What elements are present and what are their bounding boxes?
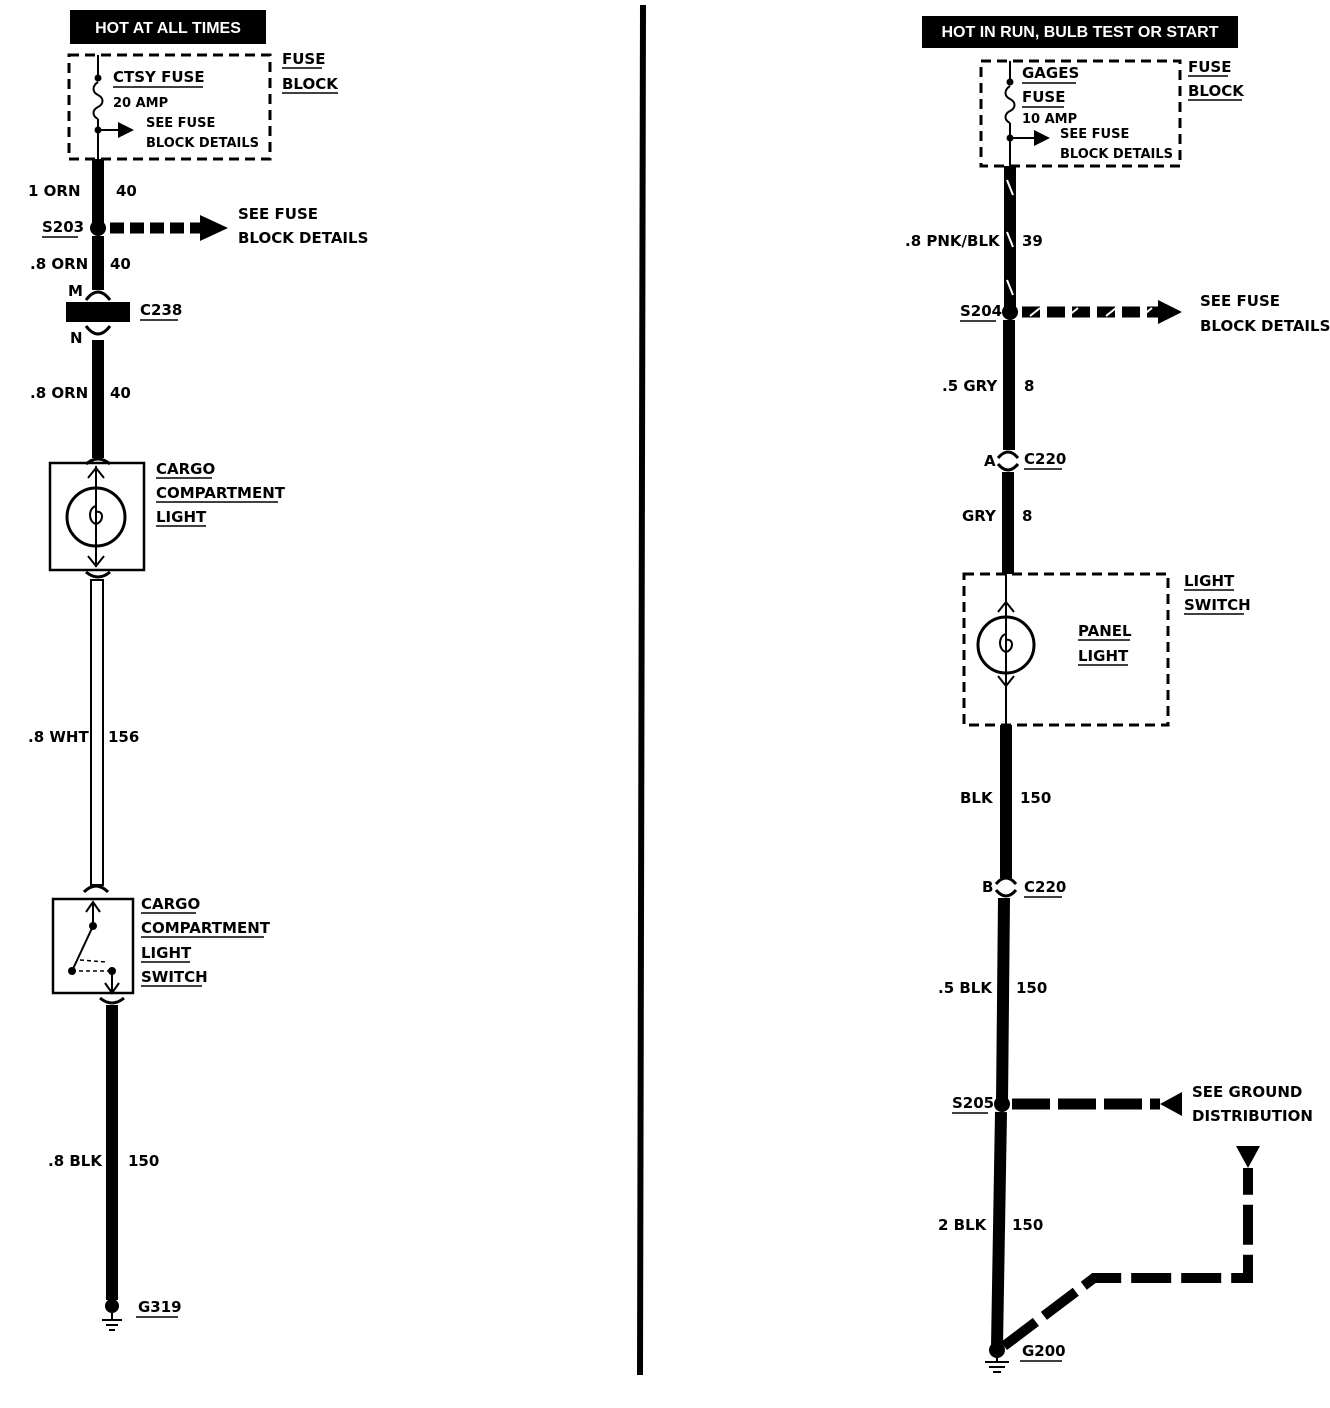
right-wire-5-gauge: .5 BLK xyxy=(938,979,993,997)
right-fuse-name-1: GAGES xyxy=(1022,64,1079,82)
right-splice-2-label: S205 xyxy=(952,1094,994,1112)
left-banner-text: HOT AT ALL TIMES xyxy=(95,20,241,37)
right-fuse-see-2: BLOCK DETAILS xyxy=(1060,147,1173,162)
right-splice-2-see-2: DISTRIBUTION xyxy=(1192,1107,1313,1125)
left-fuse-block xyxy=(67,53,272,161)
right-connector-2-label: C220 xyxy=(1024,878,1066,896)
left-wire-1-gauge: 1 ORN xyxy=(28,182,81,200)
right-switch-block-label-2: SWITCH xyxy=(1184,596,1251,614)
left-wire-1-circuit: 40 xyxy=(116,182,137,200)
left-wire-5-gauge: .8 BLK xyxy=(48,1152,103,1170)
right-panel-lamp-label-1: PANEL xyxy=(1078,622,1132,640)
right-fuse-name-2: FUSE xyxy=(1022,88,1065,106)
right-wire-5 xyxy=(996,897,1010,1105)
left-fuse-name: CTSY FUSE xyxy=(113,68,205,86)
right-connector-1-label: C220 xyxy=(1024,450,1066,468)
right-fuse-rating: 10 AMP xyxy=(1022,112,1077,127)
left-wire-4-gauge: .8 WHT xyxy=(28,728,89,746)
left-switch-label-4: SWITCH xyxy=(141,968,208,986)
left-switch-label-2: COMPARTMENT xyxy=(141,919,271,937)
right-wire-6-circuit: 150 xyxy=(1012,1216,1043,1234)
right-splice-1-label: S204 xyxy=(960,302,1002,320)
left-fuse-icon xyxy=(92,55,134,159)
left-fuse-see-1: SEE FUSE xyxy=(146,116,215,131)
right-connector-c220-b xyxy=(994,876,1018,898)
right-ground-label: G200 xyxy=(1022,1342,1066,1360)
right-wire-2-circuit: 8 xyxy=(1024,377,1034,395)
left-wire-4-circuit: 156 xyxy=(108,728,139,746)
right-wire-4-circuit: 150 xyxy=(1020,789,1051,807)
left-switch-label-1: CARGO xyxy=(141,895,200,913)
right-connector-2-pin: B xyxy=(982,878,993,896)
right-ground-icon xyxy=(985,1342,1009,1373)
right-splice-2-see-1: SEE GROUND xyxy=(1192,1083,1302,1101)
right-light-switch-block xyxy=(962,572,1170,727)
left-ground-label: G319 xyxy=(138,1298,182,1316)
left-wire-3-gauge: .8 ORN xyxy=(30,384,88,402)
right-panel-lamp-icon xyxy=(976,574,1036,725)
left-lamp-label-1: CARGO xyxy=(156,460,215,478)
left-wire-3-circuit: 40 xyxy=(110,384,131,402)
left-banner xyxy=(70,10,266,44)
right-ground-return-path xyxy=(1000,1168,1253,1350)
right-circuit: HOT IN RUN, BULB TEST OR START FUSE BLOC… xyxy=(905,16,1330,1373)
right-splice-1-see-1: SEE FUSE xyxy=(1200,292,1280,310)
right-connector-1-pin: A xyxy=(984,452,996,470)
right-fuse-icon xyxy=(1004,61,1050,166)
left-splice-see-2: BLOCK DETAILS xyxy=(238,229,368,247)
left-connector-pin-m: M xyxy=(68,282,83,300)
left-switch-icon xyxy=(51,884,135,1005)
left-fuse-block-label-2: BLOCK xyxy=(282,75,339,93)
right-wire-4-gauge: BLK xyxy=(960,789,994,807)
right-wire-3-gauge: GRY xyxy=(962,507,997,525)
left-wire-2-gauge: .8 ORN xyxy=(30,255,88,273)
left-circuit: HOT AT ALL TIMES FUSE BLOCK CTSY FUSE 20… xyxy=(28,10,368,1331)
right-wire-5-circuit: 150 xyxy=(1016,979,1047,997)
right-wire-1-circuit: 39 xyxy=(1022,232,1043,250)
left-wire-2-circuit: 40 xyxy=(110,255,131,273)
left-connector-label: C238 xyxy=(140,301,182,319)
left-splice-s203 xyxy=(90,220,106,236)
right-banner-text: HOT IN RUN, BULB TEST OR START xyxy=(941,24,1218,41)
right-wire-1-gauge: .8 PNK/BLK xyxy=(905,232,1001,250)
right-splice-s204 xyxy=(1002,304,1018,320)
right-switch-block-label-1: LIGHT xyxy=(1184,572,1235,590)
left-lamp-label-2: COMPARTMENT xyxy=(156,484,286,502)
left-wire-4 xyxy=(90,579,104,886)
right-fuse-block xyxy=(979,59,1182,168)
left-fuse-rating: 20 AMP xyxy=(113,96,168,111)
left-ground-icon xyxy=(102,1299,122,1331)
left-connector-pin-n: N xyxy=(70,329,83,347)
right-fuse-see-1: SEE FUSE xyxy=(1060,127,1129,142)
right-fuse-block-label-2: BLOCK xyxy=(1188,82,1245,100)
right-wire-6 xyxy=(991,1111,1007,1347)
left-splice-label: S203 xyxy=(42,218,84,236)
left-wire-5-circuit: 150 xyxy=(128,1152,159,1170)
right-banner xyxy=(922,16,1238,48)
left-splice-see-1: SEE FUSE xyxy=(238,205,318,223)
left-connector-c238 xyxy=(66,290,130,336)
right-wire-2-gauge: .5 GRY xyxy=(942,377,998,395)
right-splice-s205 xyxy=(994,1096,1010,1112)
right-fuse-block-label-1: FUSE xyxy=(1188,58,1231,76)
right-connector-c220-a xyxy=(996,450,1020,472)
right-panel-lamp-label-2: LIGHT xyxy=(1078,647,1129,665)
left-lamp-label-3: LIGHT xyxy=(156,508,207,526)
left-lamp-icon xyxy=(48,457,146,579)
right-splice-1-see-2: BLOCK DETAILS xyxy=(1200,317,1330,335)
right-wire-3-circuit: 8 xyxy=(1022,507,1032,525)
left-fuse-see-2: BLOCK DETAILS xyxy=(146,136,259,151)
right-wire-6-gauge: 2 BLK xyxy=(938,1216,988,1234)
page-divider xyxy=(637,4,646,1376)
left-fuse-block-label-1: FUSE xyxy=(282,50,325,68)
left-switch-label-3: LIGHT xyxy=(141,944,192,962)
